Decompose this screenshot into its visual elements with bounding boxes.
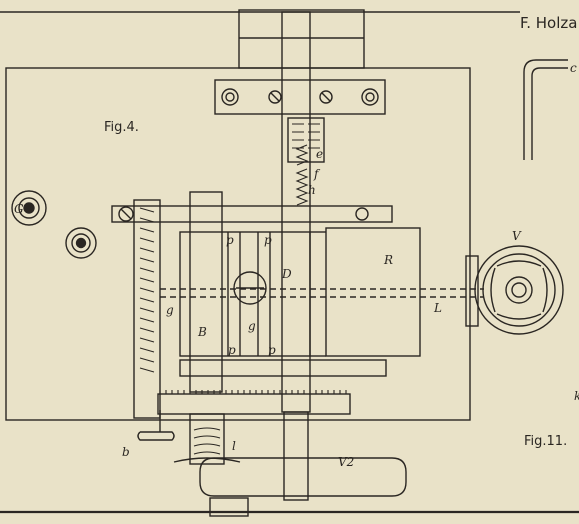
left-screw: [133, 199, 161, 419]
label-h: h: [308, 183, 316, 197]
knob-lower: [65, 227, 97, 259]
label-L: L: [433, 301, 442, 315]
label-G: G: [14, 202, 24, 216]
feed-housing: [287, 117, 325, 163]
label-p-upper-1: p: [226, 233, 234, 247]
bent-rod-fig11: [523, 59, 568, 160]
label-V2: V2: [338, 455, 354, 469]
fig4-caption: Fig.4.: [104, 120, 139, 135]
pinion-base: [173, 457, 241, 463]
label-p-upper-2: p: [264, 233, 272, 247]
annotations: F. Holza Fig.4. Fig.11. G V R L D B p p …: [14, 14, 579, 469]
label-p-lower-2: p: [268, 343, 276, 357]
pinion-housing: [189, 413, 225, 465]
label-c: c: [570, 61, 577, 75]
label-D: D: [281, 267, 292, 281]
label-p-lower-1: p: [228, 343, 236, 357]
label-b: b: [122, 445, 130, 459]
die-block-R: [325, 227, 421, 357]
upper-bar: [111, 205, 393, 223]
label-f: f: [313, 167, 321, 181]
spindle-foot: [209, 497, 249, 517]
lower-bar: [179, 359, 387, 377]
centre-disc: [233, 271, 267, 305]
knob-G: [11, 190, 47, 226]
lever-b: [137, 410, 175, 441]
label-k: k: [574, 389, 579, 403]
main-gear: [157, 393, 351, 415]
handwheel-V: [474, 245, 564, 335]
handwheel-V2: [199, 457, 407, 497]
mounting-plate: [5, 67, 471, 421]
author-name: F. Holza: [520, 14, 577, 32]
label-l: l: [232, 439, 236, 453]
label-g-lower: g: [248, 319, 256, 333]
label-V: V: [512, 229, 522, 243]
spindle-spring: [295, 144, 309, 206]
label-g-upper: g: [166, 303, 174, 317]
top-handwheel: [238, 9, 365, 69]
label-R: R: [383, 253, 393, 267]
wheel-hub-mount: [465, 255, 479, 327]
label-e: e: [316, 147, 323, 161]
work-holder-B: [179, 231, 311, 357]
left-column: [189, 191, 223, 393]
lower-spindle: [283, 411, 309, 501]
top-bracket: [214, 79, 386, 115]
label-B: B: [197, 325, 207, 339]
fig11-caption: Fig.11.: [524, 434, 567, 449]
